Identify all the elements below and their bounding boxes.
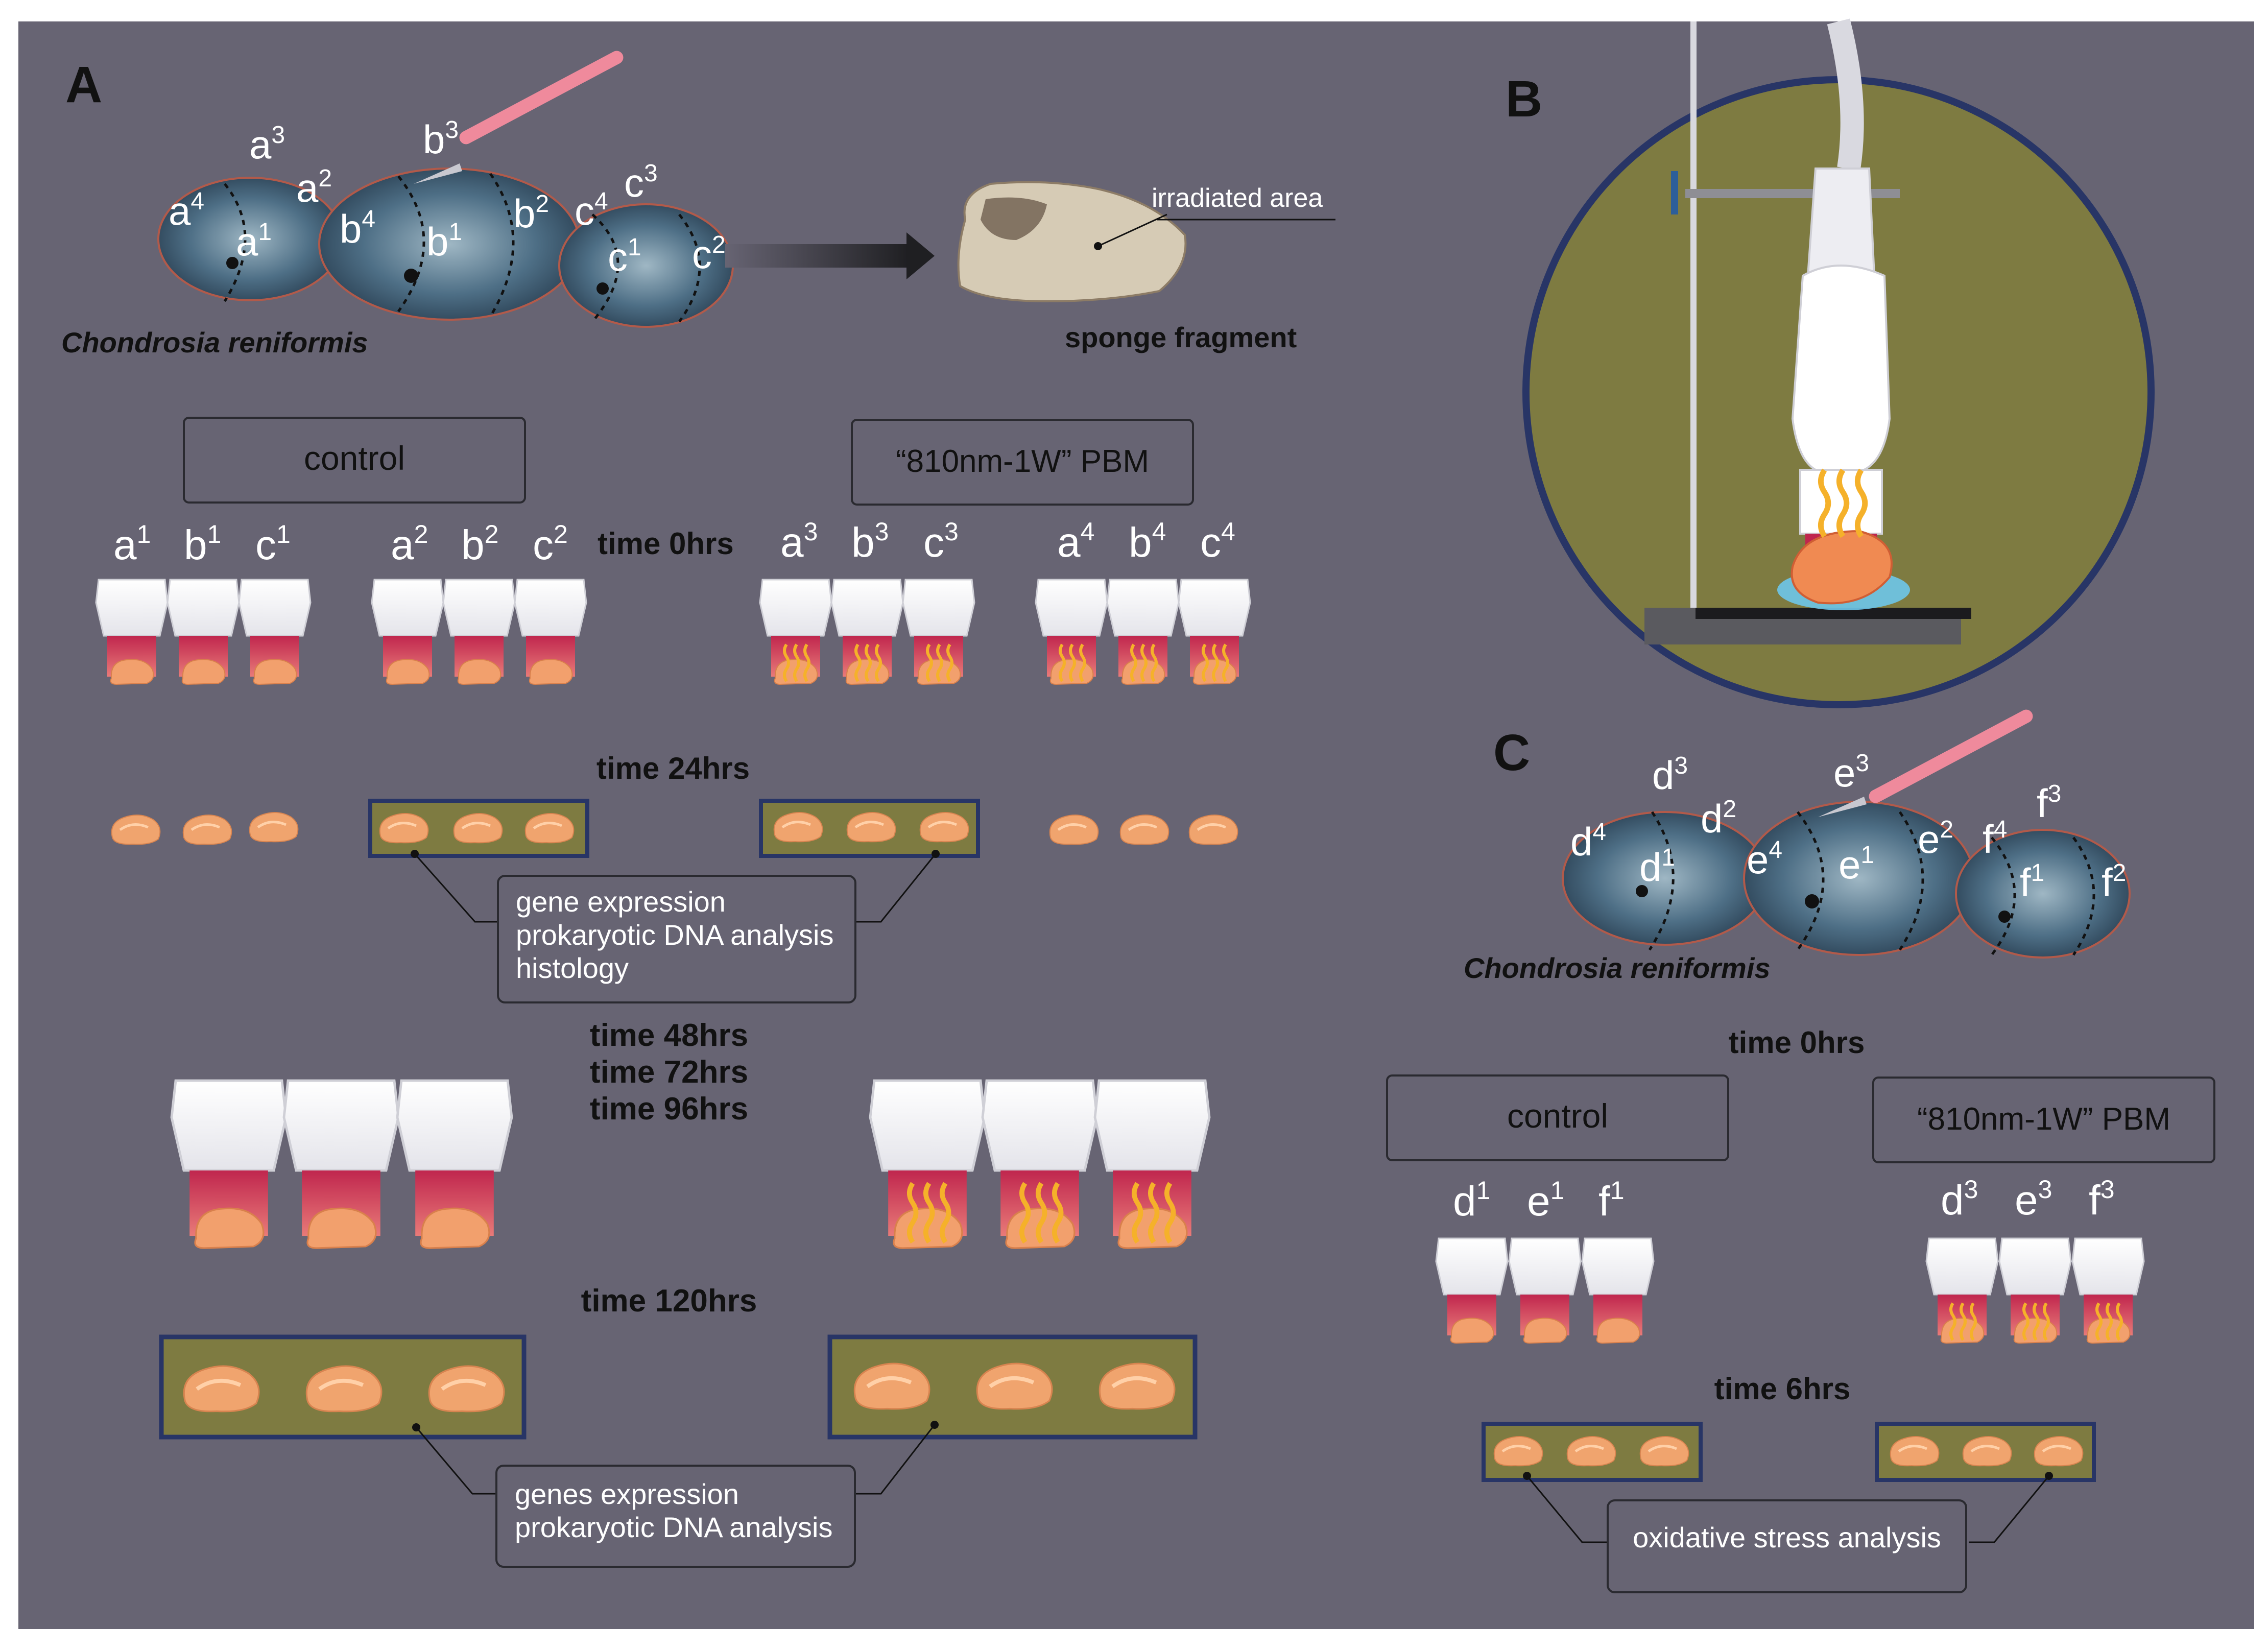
pbm-box-c (1872, 1077, 2215, 1163)
pbm-label-a: “810nm-1W” PBM (896, 444, 1149, 479)
time-24-label-a: time 24hrs (596, 751, 750, 785)
svg-text:c3: c3 (923, 517, 959, 566)
svg-text:d3: d3 (1652, 752, 1688, 798)
panel-a-label: A (65, 56, 102, 113)
species-label-a: Chondrosia reniformis (61, 326, 368, 358)
setup-illustration-b (1522, 18, 2155, 708)
sponge-labels-a: a3 a2 a4 a1 b3 b2 b4 b1 c3 c4 c2 c1 (169, 116, 726, 279)
svg-text:b3: b3 (851, 517, 889, 566)
svg-text:a1: a1 (113, 520, 151, 568)
irradiated-area-label: irradiated area (1152, 183, 1323, 213)
arrow-to-fragment (725, 232, 935, 279)
time-120-label-a: time 120hrs (581, 1283, 757, 1319)
analysis-item-6: oxidative stress analysis (1633, 1521, 1941, 1553)
fragments-time6-c (1482, 1422, 2096, 1543)
analysis-list-120: genes expression prokaryotic DNA analysi… (515, 1478, 832, 1543)
svg-text:e2: e2 (1918, 816, 1953, 862)
svg-text:c4: c4 (1200, 517, 1235, 566)
time-96-label: time 96hrs (590, 1091, 748, 1127)
time-72-label: time 72hrs (590, 1055, 748, 1090)
svg-text:c2: c2 (533, 520, 568, 568)
group-labels-a-time0: a1 b1 c1 a2 b2 c2 a3 b3 c3 a4 b4 c4 (113, 517, 1235, 568)
svg-text:b3: b3 (423, 116, 459, 162)
analysis-item: genes expression (515, 1478, 739, 1510)
svg-text:e1: e1 (1527, 1176, 1564, 1225)
control-label-c: control (1507, 1097, 1608, 1135)
panel-b-label: B (1506, 70, 1542, 128)
control-label-a: control (304, 439, 405, 477)
species-label-c: Chondrosia reniformis (1464, 952, 1771, 984)
fragments-time120-a (159, 1334, 1198, 1495)
analysis-box-24 (497, 875, 856, 1003)
pbm-box-a (851, 419, 1194, 506)
pbm-label-c: “810nm-1W” PBM (1917, 1102, 2170, 1137)
analysis-box-6 (1607, 1499, 1967, 1593)
control-box-a (183, 417, 526, 504)
sponge-illustration-c (1562, 709, 2131, 959)
time-0-label-c: time 0hrs (1729, 1025, 1865, 1060)
sponge-fragment-image (957, 181, 1335, 303)
panel-c-label: C (1493, 724, 1530, 781)
analysis-item: prokaryotic DNA analysis (516, 919, 833, 951)
svg-text:a4: a4 (169, 188, 204, 233)
svg-text:a2: a2 (296, 165, 332, 210)
svg-text:c1: c1 (255, 520, 291, 568)
svg-text:d3: d3 (1941, 1175, 1978, 1224)
fragments-time24-a (112, 799, 1238, 923)
analysis-item: histology (516, 952, 629, 984)
time-48-96-labels: time 48hrs time 72hrs time 96hrs (590, 1018, 748, 1127)
analysis-box-120 (495, 1465, 856, 1568)
analysis-list-24: gene expression prokaryotic DNA analysis… (516, 886, 833, 984)
analysis-item: gene expression (516, 886, 726, 918)
analysis-item: prokaryotic DNA analysis (515, 1511, 832, 1543)
sponge-fragment-label: sponge fragment (1065, 321, 1297, 353)
time-48-label: time 48hrs (590, 1018, 748, 1053)
time-0-label-a: time 0hrs (598, 527, 734, 561)
svg-text:b2: b2 (513, 190, 549, 236)
control-box-c (1386, 1074, 1729, 1161)
time-6-label-c: time 6hrs (1714, 1372, 1851, 1406)
